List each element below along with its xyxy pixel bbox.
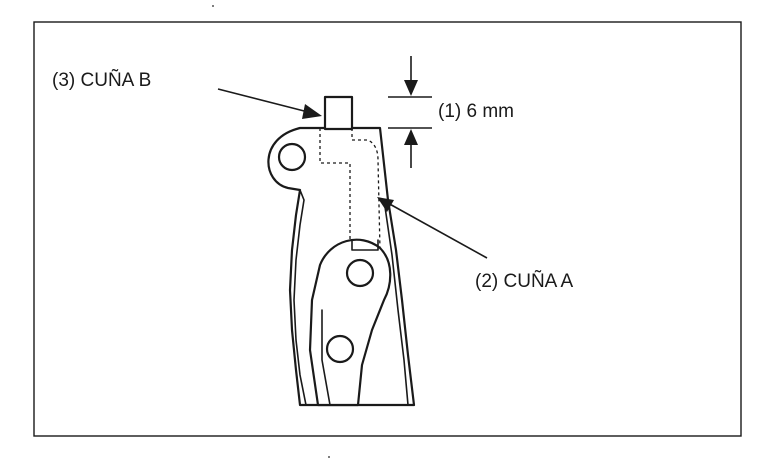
- leader-wedge-b: [217, 88, 322, 119]
- dimension-indicator: [388, 56, 432, 168]
- leader-arrowhead-wedge-b: [302, 104, 322, 119]
- leader-wedge-a: [377, 197, 488, 259]
- arm-right-edge: [383, 199, 409, 406]
- wedge-channel-hidden-right: [351, 128, 381, 251]
- leader-line-wedge-a: [385, 201, 488, 259]
- callout-wedge-a: (2) CUÑA A: [475, 270, 574, 292]
- dimension-arrow-bottom-head: [404, 129, 418, 145]
- scan-speck: [212, 5, 214, 7]
- arm-inner-edge: [293, 189, 307, 406]
- callout-wedge-b: (3) CUÑA B: [52, 69, 151, 91]
- pivot-hole-upper: [277, 142, 307, 172]
- leader-arrowhead-wedge-a: [377, 197, 394, 212]
- wedge-channel-hidden: [319, 128, 351, 240]
- scan-speck: [328, 456, 330, 458]
- leader-line-wedge-b: [217, 88, 313, 114]
- callout-dimension: (1) 6 mm: [438, 101, 514, 122]
- wedge-a-visible: [351, 239, 379, 251]
- link-arm-inner-edge: [321, 309, 331, 406]
- dimension-arrow-top-head: [404, 80, 418, 96]
- link-hole-upper: [345, 258, 375, 288]
- link-hole-lower: [325, 334, 355, 364]
- wedge-b: [323, 95, 354, 131]
